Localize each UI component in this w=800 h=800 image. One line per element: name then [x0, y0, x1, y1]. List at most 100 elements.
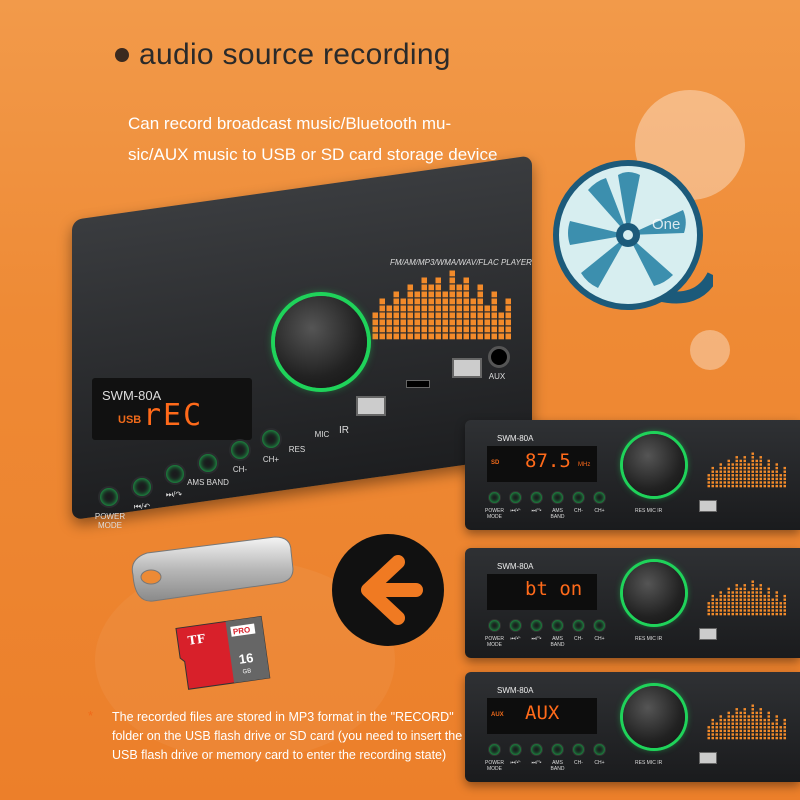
mini-button[interactable] [594, 620, 605, 631]
mini-volume-knob[interactable] [623, 562, 685, 624]
equalizer-segment [739, 594, 742, 598]
mini-button[interactable] [573, 492, 584, 503]
equalizer-segment [759, 456, 762, 459]
equalizer-segment [449, 270, 455, 277]
equalizer-segment [379, 326, 385, 333]
mini-button[interactable] [594, 744, 605, 755]
equalizer-segment [755, 605, 758, 609]
equalizer-segment [727, 602, 730, 605]
mini-button[interactable] [489, 492, 500, 503]
equalizer-segment [739, 481, 742, 484]
equalizer-segment [743, 459, 746, 463]
mini-button[interactable] [552, 620, 563, 631]
mini-button[interactable] [573, 620, 584, 631]
mini-button[interactable] [531, 492, 542, 503]
equalizer-segment [771, 474, 774, 477]
equalizer-segment [463, 291, 469, 298]
equalizer-segment [751, 587, 754, 591]
mini-button[interactable] [552, 492, 563, 503]
equalizer-segment [767, 598, 770, 601]
equalizer-segment [743, 463, 746, 466]
mini-usb-port[interactable] [699, 628, 717, 640]
equalizer-segment [775, 718, 778, 722]
mini-button[interactable] [573, 744, 584, 755]
equalizer-segment [755, 722, 758, 725]
mini-button[interactable] [489, 744, 500, 755]
equalizer-segment [456, 305, 462, 312]
equalizer-segment [739, 484, 742, 488]
equalizer-segment [767, 733, 770, 736]
equalizer-segment [759, 715, 762, 718]
mini-button[interactable] [510, 744, 521, 755]
equalizer-segment [739, 602, 742, 605]
equalizer-segment [715, 470, 718, 473]
equalizer-segment [731, 463, 734, 466]
equalizer-segment [505, 298, 511, 305]
mini-display-text: AUX [525, 702, 560, 724]
film-reel-icon: One [553, 160, 713, 310]
channel-down-button[interactable] [231, 441, 249, 459]
equalizer-segment [498, 319, 504, 326]
equalizer-segment [779, 474, 782, 477]
equalizer-segment [771, 481, 774, 484]
mini-radio-2: SWM-80A bt on POWER MODE ⏮/↶ ⏭/↷ AMS BAN… [465, 548, 800, 658]
mini-label: CH+ [594, 508, 605, 514]
equalizer-segment [731, 609, 734, 612]
equalizer-segment [735, 456, 738, 459]
volume-knob[interactable] [275, 296, 367, 388]
equalizer-segment [723, 474, 726, 477]
equalizer-segment [751, 466, 754, 470]
mini-label: ⏮/↶ [510, 760, 521, 766]
channel-up-button[interactable] [262, 430, 280, 448]
equalizer-segment [463, 305, 469, 312]
equalizer-segment [727, 594, 730, 598]
equalizer-segment [755, 470, 758, 473]
equalizer-segment [735, 587, 738, 591]
mini-button[interactable] [489, 620, 500, 631]
usb-port-2[interactable] [452, 358, 482, 378]
aux-jack[interactable] [488, 346, 510, 368]
equalizer-segment [463, 312, 469, 319]
mini-volume-knob[interactable] [623, 686, 685, 748]
mini-button[interactable] [531, 744, 542, 755]
mini-button[interactable] [510, 620, 521, 631]
equalizer-segment [727, 715, 730, 718]
equalizer-segment [775, 733, 778, 736]
usb-port-1[interactable] [356, 396, 386, 416]
equalizer-segment [755, 602, 758, 605]
equalizer-segment [771, 598, 774, 601]
mini-equalizer [707, 452, 786, 488]
mini-model: SWM-80A [497, 562, 534, 571]
equalizer-segment [442, 333, 448, 340]
ams-band-button[interactable] [199, 454, 217, 472]
equalizer-segment [759, 708, 762, 711]
mini-misc-labels: RES MIC IR [635, 508, 663, 514]
equalizer-segment [735, 459, 738, 463]
mini-button[interactable] [552, 744, 563, 755]
equalizer-segment [477, 291, 483, 298]
equalizer-segment [727, 612, 730, 616]
mini-button[interactable] [531, 620, 542, 631]
mini-button[interactable] [594, 492, 605, 503]
sd-slot[interactable] [406, 380, 430, 388]
mini-button[interactable] [510, 492, 521, 503]
next-button[interactable] [166, 465, 184, 483]
equalizer-segment [783, 466, 786, 470]
equalizer-segment [407, 291, 413, 298]
power-mode-button[interactable] [100, 488, 118, 506]
equalizer-segment [505, 319, 511, 326]
mini-usb-port[interactable] [699, 500, 717, 512]
equalizer-segment [739, 470, 742, 473]
prev-button[interactable] [133, 478, 151, 496]
mini-usb-port[interactable] [699, 752, 717, 764]
equalizer-segment [463, 326, 469, 333]
equalizer-segment [719, 484, 722, 488]
mini-volume-knob[interactable] [623, 434, 685, 496]
equalizer-segment [428, 291, 434, 298]
equalizer-segment [727, 605, 730, 609]
equalizer-segment [491, 333, 497, 340]
mini-radio-1: SWM-80A SD 87.5 MHz POWER MODE ⏮/↶ ⏭/↷ A… [465, 420, 800, 530]
equalizer-segment [491, 291, 497, 298]
equalizer-segment [435, 291, 441, 298]
equalizer-segment [739, 459, 742, 463]
